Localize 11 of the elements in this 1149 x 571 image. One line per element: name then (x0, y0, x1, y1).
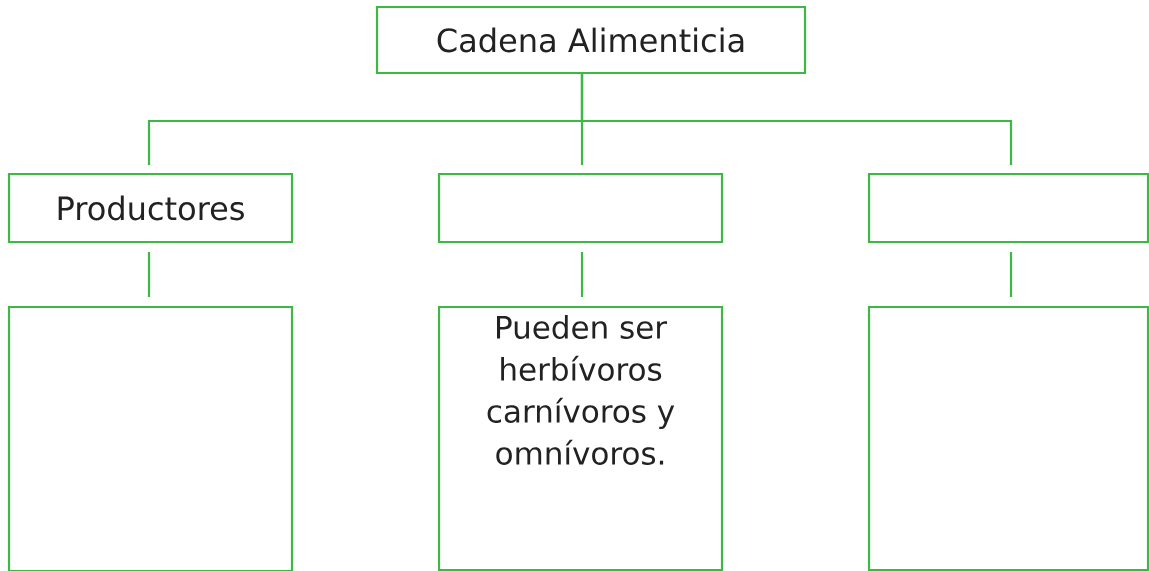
empty-box (867, 172, 1149, 244)
empty-box (867, 305, 1149, 571)
connector-line (147, 252, 151, 297)
empty-box (437, 172, 724, 244)
label-box: Productores (7, 172, 294, 244)
connector-line (580, 252, 584, 297)
connector-line (580, 73, 1013, 165)
empty-box (7, 305, 294, 571)
text-box: Pueden ser herbívoros carnívoros y omnívoros. (437, 305, 724, 571)
connector-line (1009, 252, 1013, 297)
title-box: Cadena Alimenticia (375, 5, 807, 75)
